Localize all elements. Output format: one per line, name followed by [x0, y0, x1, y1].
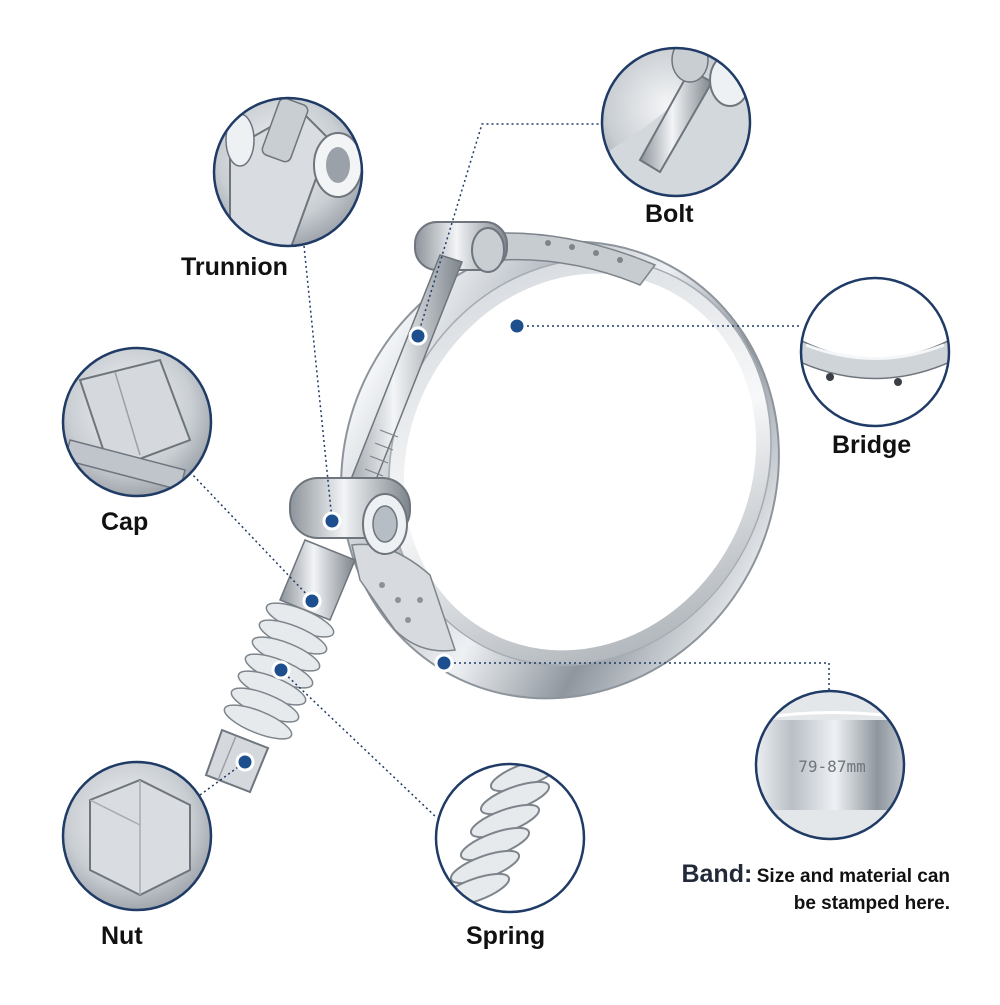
leader-band — [444, 662, 830, 691]
callout-bolt — [600, 46, 752, 198]
marker-trunnion — [322, 511, 342, 531]
clamp-bridge — [469, 232, 657, 286]
label-trunnion: Trunnion — [181, 253, 288, 281]
marker-nut — [235, 752, 255, 772]
clamp-lower-housing — [351, 543, 456, 652]
callout-spring — [434, 762, 586, 914]
label-bridge: Bridge — [832, 431, 912, 459]
marker-dots — [235, 316, 527, 772]
callout-bridge — [799, 276, 951, 428]
band-note-title: Band: — [681, 860, 753, 888]
marker-cap — [302, 591, 322, 611]
callout-nut — [61, 760, 213, 912]
leader-trunnion — [303, 245, 333, 521]
band-note-line2: be stamped here. — [793, 893, 950, 914]
marker-spring — [271, 660, 291, 680]
callout-trunnion — [212, 96, 364, 248]
callout-cap — [61, 346, 213, 498]
marker-bolt — [408, 326, 428, 346]
band-note: Band: Size and material can be stamped h… — [681, 860, 950, 915]
callout-band-stamp: 79-87mm — [754, 689, 906, 841]
band-note-line1: Size and material can — [756, 866, 950, 887]
leader-spring — [280, 669, 438, 819]
label-spring: Spring — [466, 922, 546, 950]
clamp-top-loop — [414, 221, 508, 273]
leader-bolt — [417, 123, 602, 336]
band-stamp-text: 79-87mm — [798, 757, 865, 776]
label-nut: Nut — [101, 922, 143, 950]
marker-bridge — [507, 316, 527, 336]
marker-band — [434, 653, 454, 673]
clamp-cap — [279, 539, 356, 621]
label-bolt: Bolt — [645, 200, 694, 228]
clamp-band — [340, 240, 780, 700]
label-cap: Cap — [101, 508, 149, 536]
clamp-lower-trunnion — [289, 477, 411, 555]
